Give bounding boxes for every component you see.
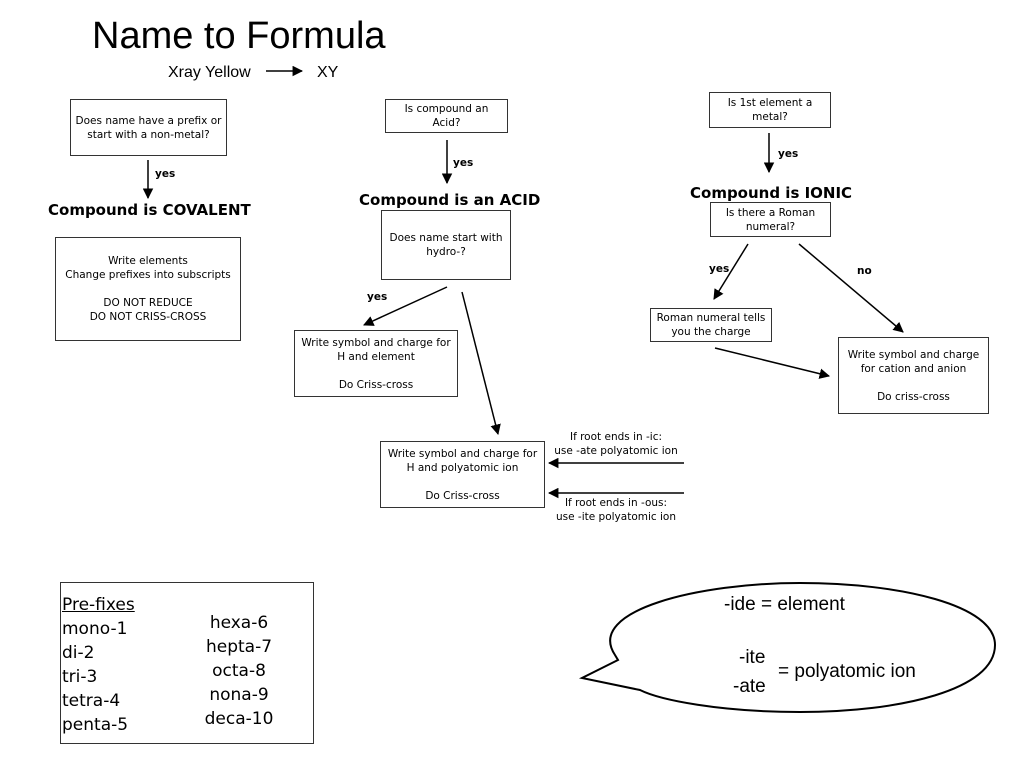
prefix-item: hexa-6 [209,613,269,633]
hydro-question: Does name start with hydro-? [389,232,503,258]
prefix-item: tetra-4 [62,691,121,711]
roman-yes-label: yes [709,263,730,275]
prefix-item: octa-8 [212,661,266,681]
example-right: XY [317,64,339,81]
prefix-item: di-2 [62,643,95,663]
metal-question: Is 1st element a metal? [727,97,813,123]
ic-note: If root ends in -ic: use -ate polyatomic… [554,431,678,457]
covalent-yes-label: yes [155,168,176,180]
prefix-item: deca-10 [204,709,274,729]
ide-rule: -ide = element [724,594,845,615]
roman-result-arrow [714,347,831,379]
example-left: Xray Yellow [168,64,251,81]
roman-result-box: Roman numeral tells you the charge [650,308,772,342]
hydro-yes-arrow [363,286,448,326]
covalent-heading: Compound is COVALENT [48,201,251,219]
covalent-instructions: Write elements Change prefixes into subs… [65,255,231,323]
acid-yes-label: yes [453,157,474,169]
cation-anion-result: Write symbol and charge for cation and a… [847,348,980,403]
acid-question-box: Is compound an Acid? [385,99,508,133]
metal-question-box: Is 1st element a metal? [709,92,831,128]
prefix-column-1: Pre-fixes mono-1 di-2 tri-3 tetra-4 pent… [62,593,135,737]
prefix-table: Pre-fixes mono-1 di-2 tri-3 tetra-4 pent… [60,582,314,744]
prefix-item: hepta-7 [205,637,273,657]
ite-suffix: -ite [739,647,766,668]
poly-result-box: Write symbol and charge for H and polyat… [380,441,545,508]
roman-yes-arrow [713,243,749,300]
hydro-yes-label: yes [367,291,388,303]
speech-bubble [578,581,997,714]
roman-no-arrow [798,243,904,333]
cation-anion-box: Write symbol and charge for cation and a… [838,337,989,414]
ous-note: If root ends in -ous: use -ite polyatomi… [556,497,676,523]
hydro-result: Write symbol and charge for H and elemen… [301,336,451,391]
roman-result: Roman numeral tells you the charge [656,312,766,338]
roman-no-label: no [857,265,872,277]
acid-question: Is compound an Acid? [404,103,489,129]
prefix-nonmetal-question: Does name have a prefix or start with a … [75,114,222,141]
acid-heading: Compound is an ACID [359,191,541,209]
prefix-item: mono-1 [62,619,128,639]
ionic-heading: Compound is IONIC [690,184,853,202]
prefix-item: penta-5 [62,715,129,735]
ionic-yes-label: yes [778,148,799,160]
poly-result: Write symbol and charge for H and polyat… [387,447,538,502]
ate-suffix: -ate [733,676,766,697]
hydro-no-arrow [461,291,501,436]
prefix-item: tri-3 [62,667,98,687]
roman-question-box: Is there a Roman numeral? [710,202,831,237]
prefix-column-2: hexa-6 hepta-7 octa-8 nona-9 deca-10 [199,611,279,731]
polyatomic-rule: = polyatomic ion [778,661,916,682]
prefix-heading: Pre-fixes [62,595,135,615]
hydro-question-box: Does name start with hydro-? [381,210,511,280]
roman-question: Is there a Roman numeral? [725,206,816,233]
covalent-instructions-box: Write elements Change prefixes into subs… [55,237,241,341]
prefix-item: nona-9 [209,685,269,705]
hydro-result-box: Write symbol and charge for H and elemen… [294,330,458,397]
page-title: Name to Formula [92,15,386,57]
prefix-nonmetal-question-box: Does name have a prefix or start with a … [70,99,227,156]
